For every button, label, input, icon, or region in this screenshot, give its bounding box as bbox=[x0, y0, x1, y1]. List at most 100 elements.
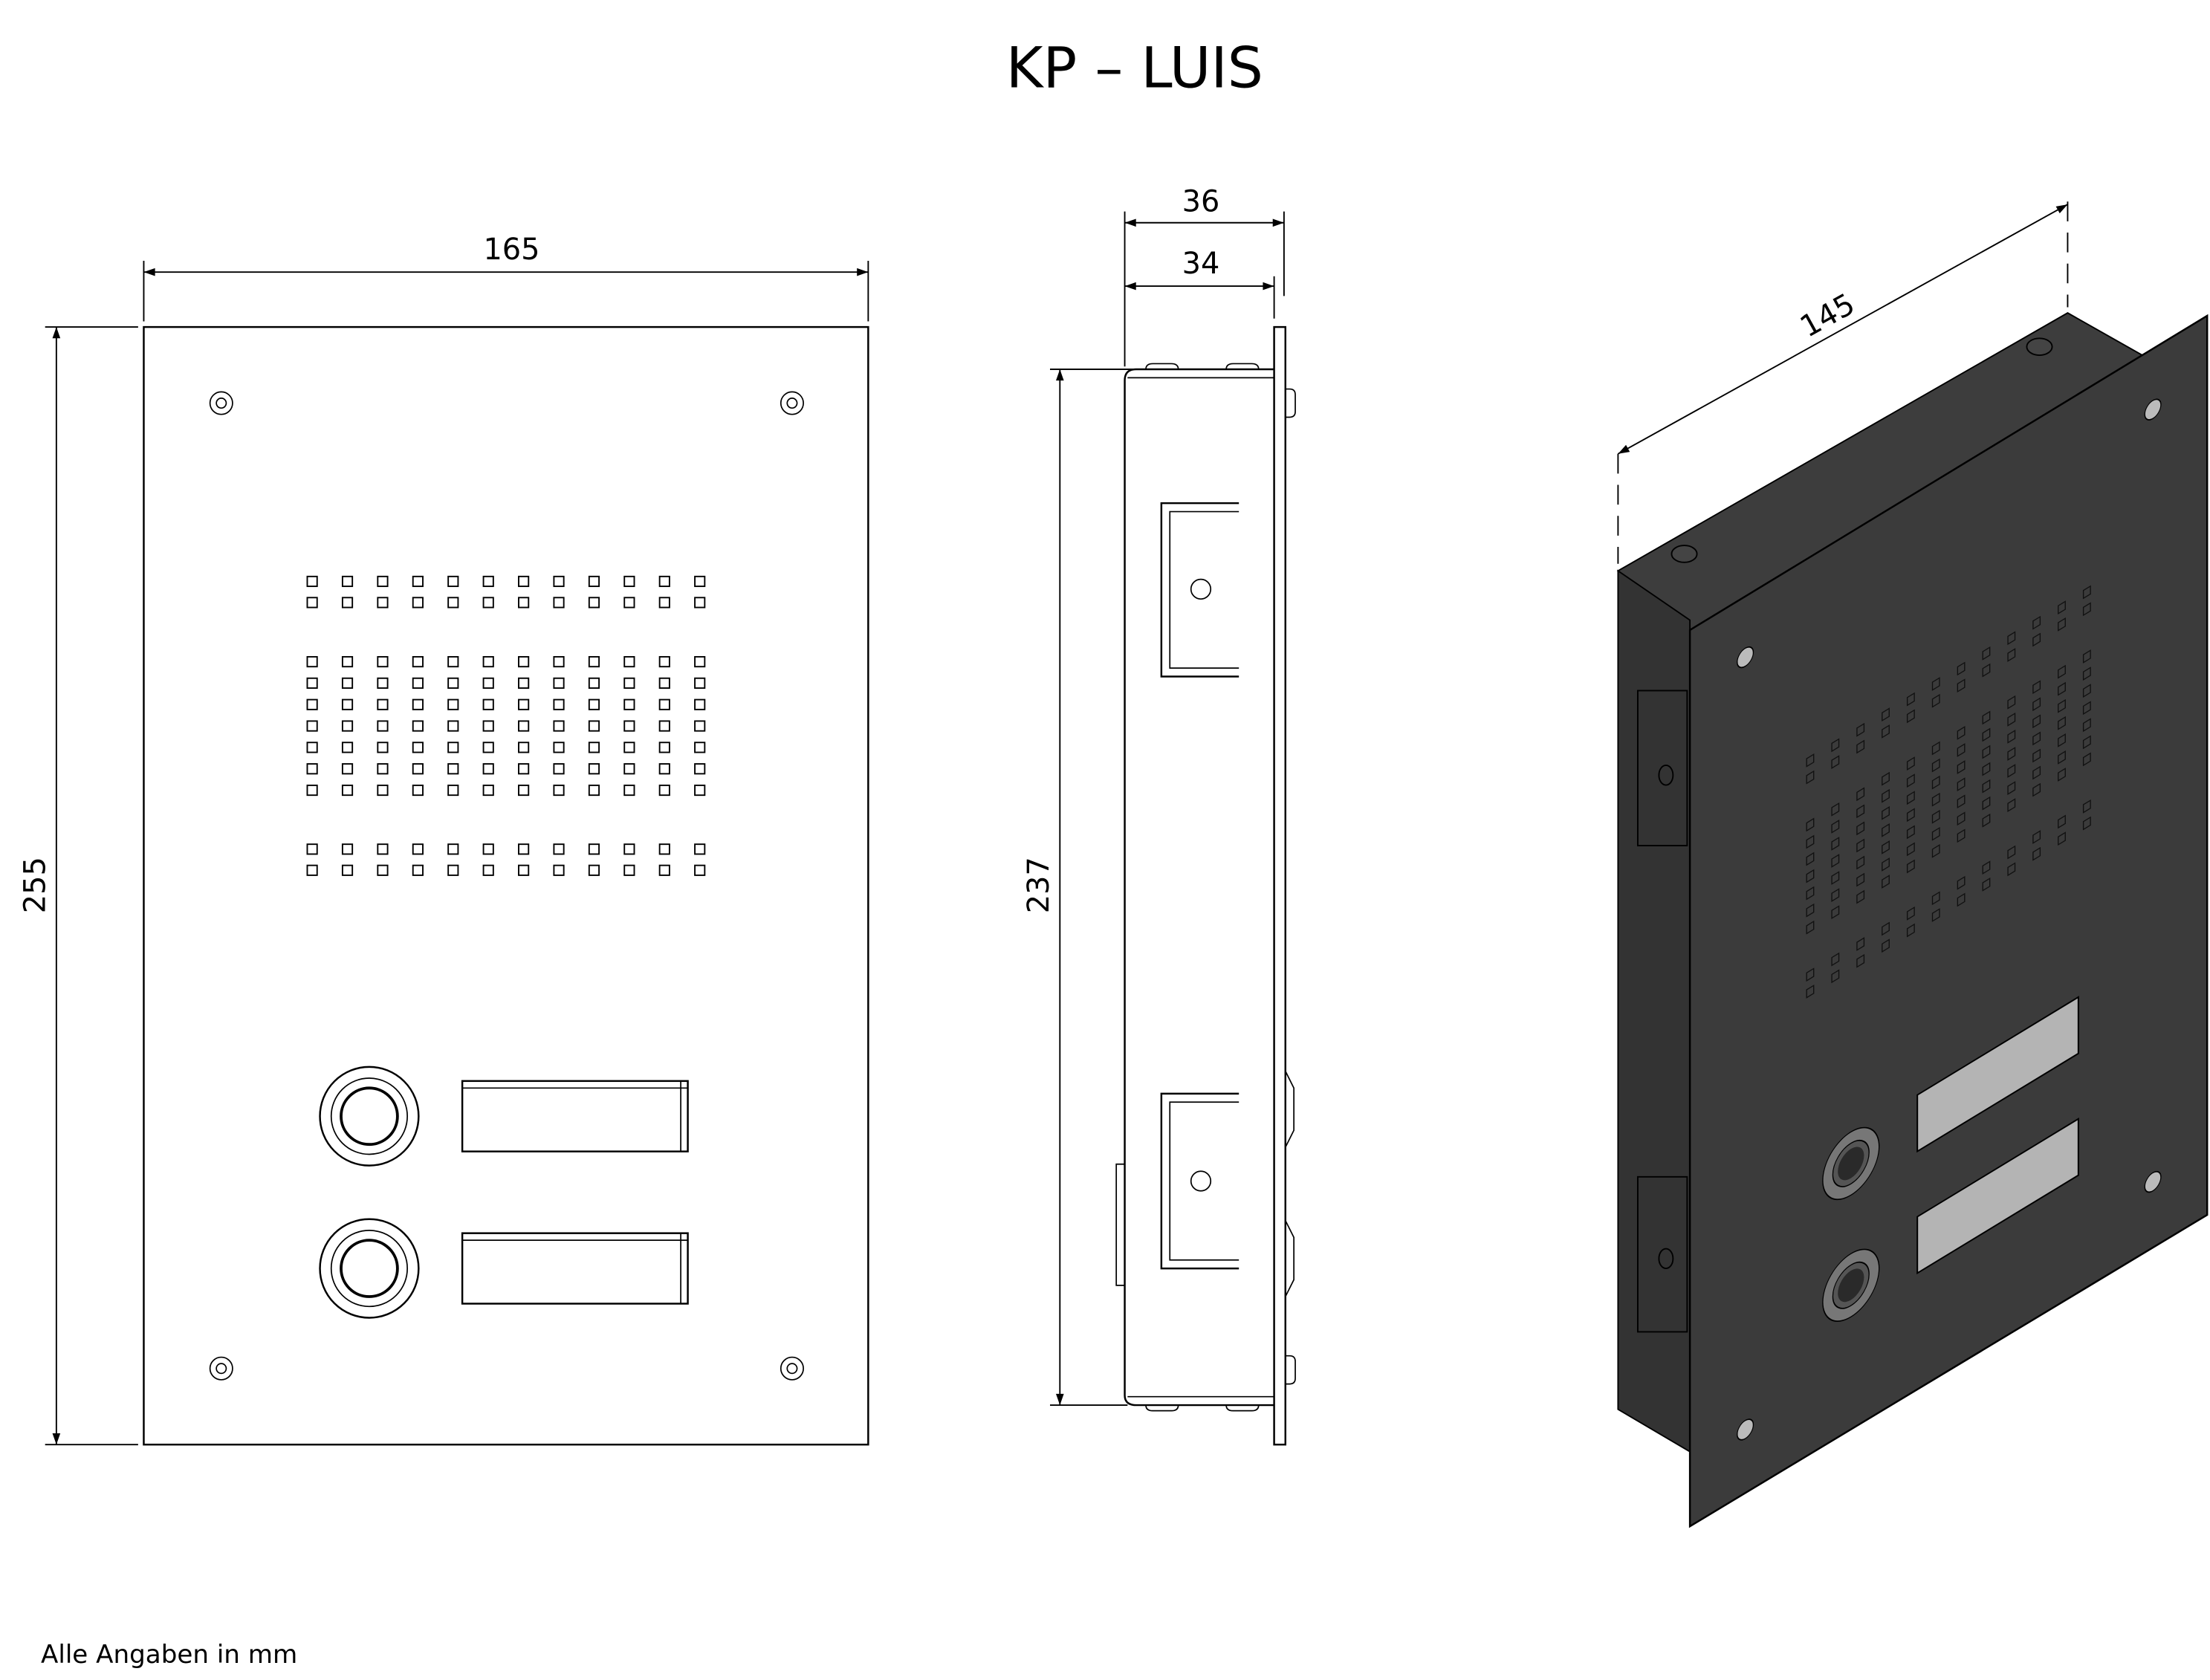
iso-speaker-hole bbox=[2058, 768, 2066, 782]
iso-depth-label: 145 bbox=[1795, 287, 1861, 344]
iso-speaker-hole bbox=[1931, 844, 1940, 858]
iso-speaker-hole bbox=[2007, 712, 2016, 727]
iso-speaker-hole bbox=[1931, 758, 1940, 773]
iso-speaker-hole bbox=[1806, 985, 1815, 999]
iso-speaker-hole bbox=[2007, 764, 2016, 778]
iso-speaker-hole bbox=[1806, 834, 1815, 849]
iso-speaker-hole bbox=[2032, 680, 2041, 695]
iso-speaker-hole bbox=[1831, 969, 1840, 984]
iso-speaker-hole bbox=[1982, 779, 1991, 794]
iso-speaker-hole bbox=[1831, 871, 1840, 885]
iso-box-side bbox=[1617, 569, 1691, 1453]
iso-speaker-hole bbox=[2058, 814, 2066, 829]
iso-speaker-hole bbox=[1957, 777, 1966, 791]
iso-speaker-hole bbox=[1982, 745, 1991, 759]
iso-speaker-hole bbox=[1856, 821, 1865, 836]
front-panel-outline bbox=[143, 325, 869, 1446]
iso-speaker-hole bbox=[1931, 908, 1940, 922]
iso-speaker-hole bbox=[2082, 667, 2091, 681]
iso-bell-button-2[interactable] bbox=[1822, 1236, 1880, 1334]
units-note: Alle Angaben in mm bbox=[41, 1640, 297, 1670]
iso-speaker-hole bbox=[1831, 802, 1840, 817]
iso-speaker-hole bbox=[1957, 892, 1966, 907]
iso-speaker-hole bbox=[1882, 875, 1890, 889]
depth-total-label: 36 bbox=[1182, 185, 1220, 219]
iso-speaker-hole bbox=[1957, 743, 1966, 757]
iso-speaker-hole bbox=[1906, 692, 1915, 707]
iso-speaker-hole bbox=[1906, 756, 1915, 771]
iso-speaker-hole bbox=[2058, 681, 2066, 696]
width-dimension-label: 165 bbox=[483, 233, 539, 267]
mounting-bracket-bottom bbox=[1115, 1092, 1240, 1286]
iso-speaker-hole bbox=[1982, 813, 1991, 828]
iso-name-plate-2 bbox=[1916, 1118, 2079, 1275]
iso-speaker-hole bbox=[2082, 585, 2091, 600]
iso-name-plate-1 bbox=[1916, 996, 2079, 1153]
iso-speaker-hole bbox=[2058, 664, 2066, 679]
iso-speaker-hole bbox=[1982, 762, 1991, 776]
iso-speaker-hole bbox=[1882, 788, 1890, 803]
iso-speaker-hole bbox=[1806, 817, 1815, 832]
iso-speaker-hole bbox=[1982, 663, 1991, 678]
iso-speaker-hole bbox=[2007, 798, 2016, 813]
iso-speaker-hole bbox=[1982, 646, 1991, 661]
iso-speaker-hole bbox=[2032, 830, 2041, 844]
iso-speaker-hole bbox=[1931, 891, 1940, 906]
iso-speaker-hole bbox=[1882, 921, 1890, 936]
iso-speaker-hole bbox=[1882, 771, 1890, 786]
iso-speaker-hole bbox=[1882, 938, 1890, 953]
iso-speaker-hole bbox=[2082, 816, 2091, 831]
iso-speaker-hole bbox=[1806, 920, 1815, 935]
iso-depth-dimension-line bbox=[1617, 204, 2068, 455]
iso-speaker-hole bbox=[1882, 823, 1890, 837]
iso-speaker-hole bbox=[1856, 889, 1865, 904]
iso-speaker-hole bbox=[2032, 714, 2041, 729]
iso-speaker-hole bbox=[1931, 792, 1940, 807]
iso-speaker-hole bbox=[2058, 716, 2066, 730]
iso-speaker-hole bbox=[1882, 805, 1890, 820]
iso-speaker-hole bbox=[1906, 859, 1915, 874]
iso-speaker-hole bbox=[2007, 747, 2016, 761]
iso-speaker-hole bbox=[1931, 809, 1940, 824]
front-view: 165 255 bbox=[19, 233, 869, 1446]
depth-box-label: 34 bbox=[1182, 247, 1220, 281]
iso-speaker-hole bbox=[2032, 846, 2041, 861]
iso-speaker-hole bbox=[1831, 854, 1840, 868]
iso-speaker-hole bbox=[1957, 678, 1966, 693]
box-height-label: 237 bbox=[1022, 857, 1056, 913]
iso-speaker-hole bbox=[1831, 952, 1840, 967]
drawing-title: KP – LUIS bbox=[1006, 36, 1263, 101]
iso-speaker-hole bbox=[2058, 698, 2066, 713]
iso-bell-button-1[interactable] bbox=[1822, 1115, 1880, 1212]
iso-speaker-hole bbox=[1957, 875, 1966, 890]
iso-speaker-hole bbox=[1982, 727, 1991, 742]
iso-speaker-hole bbox=[1856, 855, 1865, 870]
iso-speaker-hole bbox=[2058, 617, 2066, 632]
iso-speaker-hole bbox=[2032, 697, 2041, 712]
iso-speaker-hole bbox=[2007, 695, 2016, 710]
iso-speaker-hole bbox=[1856, 838, 1865, 853]
iso-speaker-hole bbox=[2082, 718, 2091, 733]
iso-speaker-hole bbox=[2082, 649, 2091, 664]
iso-speaker-hole bbox=[2058, 831, 2066, 846]
iso-speaker-hole bbox=[1931, 775, 1940, 790]
iso-speaker-hole bbox=[1931, 826, 1940, 841]
iso-speaker-hole bbox=[1831, 837, 1840, 851]
iso-speaker-hole bbox=[2032, 748, 2041, 763]
iso-speaker-hole bbox=[1957, 811, 1966, 826]
iso-speaker-hole bbox=[1831, 755, 1840, 769]
iso-speaker-hole bbox=[1806, 886, 1815, 901]
iso-speaker-hole bbox=[1906, 825, 1915, 840]
iso-speaker-hole bbox=[1931, 677, 1940, 691]
iso-speaker-hole bbox=[1982, 860, 1991, 875]
isometric-view: 145 bbox=[1616, 201, 2209, 1528]
iso-speaker-hole bbox=[1906, 773, 1915, 788]
side-view: 36 34 237 bbox=[1022, 185, 1296, 1446]
iso-speaker-hole bbox=[1856, 739, 1865, 754]
iso-speaker-hole bbox=[2058, 733, 2066, 747]
iso-speaker-hole bbox=[1957, 661, 1966, 676]
iso-speaker-hole bbox=[1882, 724, 1890, 739]
iso-speaker-hole bbox=[2058, 750, 2066, 765]
iso-speaker-hole bbox=[1906, 808, 1915, 823]
